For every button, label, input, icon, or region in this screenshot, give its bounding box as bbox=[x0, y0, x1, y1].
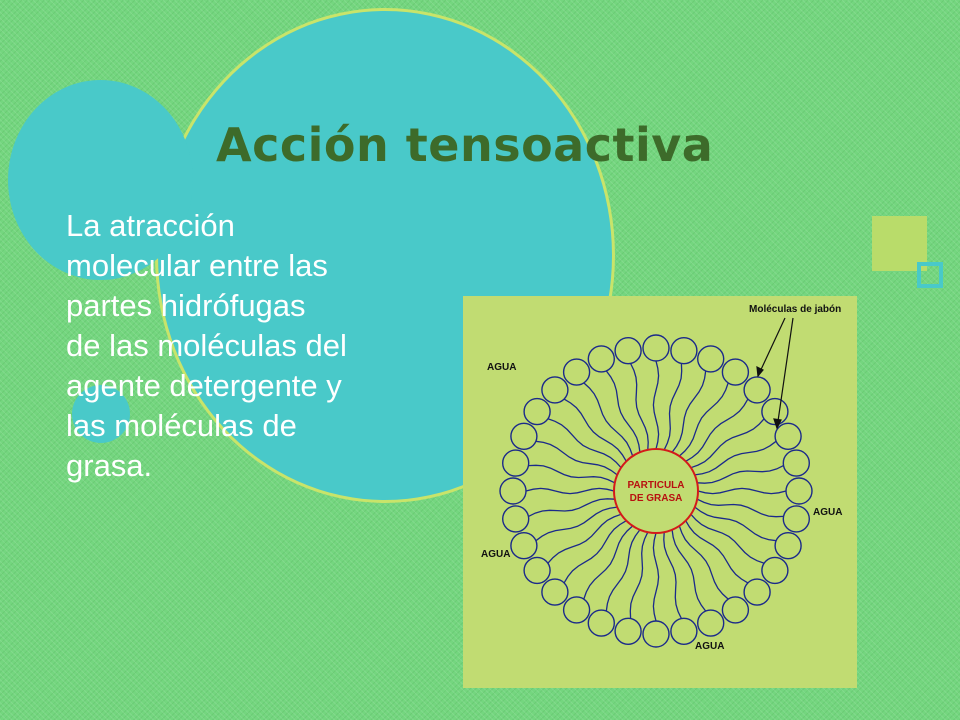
arrowhead-1 bbox=[756, 365, 764, 378]
soap-molecule-head bbox=[743, 578, 771, 606]
soap-molecule-tail bbox=[583, 525, 634, 600]
soap-molecule-head bbox=[562, 596, 591, 624]
water-label-bottom-left: AGUA bbox=[481, 549, 510, 560]
body-line: las moléculas de bbox=[66, 408, 297, 443]
soap-molecule-head bbox=[541, 376, 569, 404]
soap-molecule-tail bbox=[694, 506, 777, 542]
soap-molecule-head bbox=[587, 345, 616, 373]
arrowhead-2 bbox=[773, 418, 782, 430]
soap-molecule-tail bbox=[605, 529, 641, 612]
soap-molecule-tail bbox=[663, 532, 682, 619]
slide-title: Acción tensoactiva bbox=[216, 118, 714, 172]
body-line: agente detergente y bbox=[66, 368, 342, 403]
soap-molecule-head bbox=[785, 477, 813, 505]
body-line: de las moléculas del bbox=[66, 328, 347, 363]
decorative-square-outline bbox=[917, 262, 943, 288]
slide-body-text: La atracción molecular entre las partes … bbox=[66, 206, 456, 486]
soap-molecule-tail bbox=[629, 531, 649, 619]
body-line: La atracción bbox=[66, 208, 235, 243]
soap-molecule-head bbox=[562, 358, 591, 386]
soap-molecule-head bbox=[499, 477, 527, 505]
grease-particle-label-line1: PARTICULA bbox=[627, 480, 684, 491]
soap-molecule-head bbox=[541, 578, 569, 606]
soap-molecule-head bbox=[502, 449, 530, 477]
soap-molecule-head bbox=[502, 505, 530, 533]
decorative-circle-tiny bbox=[72, 385, 130, 443]
soap-molecule-tail bbox=[547, 418, 622, 469]
soap-molecule-tail bbox=[547, 513, 622, 564]
water-label-bottom: AGUA bbox=[695, 641, 724, 652]
soap-molecule-head bbox=[587, 609, 616, 637]
soap-molecule-tail bbox=[528, 464, 616, 484]
soap-molecule-tail bbox=[525, 487, 615, 495]
pointer-arrows bbox=[756, 317, 794, 430]
soap-molecule-head bbox=[642, 620, 670, 648]
soap-molecule-head bbox=[761, 556, 789, 585]
soap-molecule-head bbox=[721, 596, 750, 624]
soap-molecule-head bbox=[774, 531, 802, 560]
soap-molecule-head bbox=[510, 422, 538, 451]
water-label-top-left: AGUA bbox=[487, 362, 516, 373]
decorative-circle-small bbox=[8, 80, 193, 280]
soap-molecule-head bbox=[614, 337, 642, 365]
soap-molecule-tail bbox=[663, 363, 683, 451]
soap-molecule-tail bbox=[678, 382, 729, 457]
soap-molecule-head bbox=[696, 345, 725, 373]
diagram-background bbox=[463, 296, 857, 688]
soap-molecules bbox=[499, 334, 813, 648]
soap-molecules-label: Moléculas de jabón bbox=[749, 304, 841, 315]
soap-molecule-tail bbox=[630, 363, 649, 450]
soap-molecule-tail bbox=[697, 465, 784, 484]
soap-molecule-tail bbox=[563, 520, 627, 584]
body-line: partes hidrófugas bbox=[66, 288, 306, 323]
body-line: molecular entre las bbox=[66, 248, 328, 283]
soap-molecule-tail bbox=[535, 506, 618, 542]
soap-molecule-head bbox=[743, 376, 771, 404]
soap-molecule-tail bbox=[605, 370, 641, 453]
soap-molecule-head bbox=[614, 617, 642, 645]
pointer-arrow-1 bbox=[757, 317, 786, 377]
soap-molecule-tail bbox=[563, 398, 627, 462]
soap-molecule-tail bbox=[535, 440, 618, 476]
pointer-arrow-2 bbox=[776, 317, 794, 429]
soap-molecule-tail bbox=[652, 532, 660, 622]
soap-molecule-tail bbox=[528, 498, 615, 517]
soap-molecule-tail bbox=[671, 529, 707, 612]
soap-molecule-head bbox=[774, 422, 802, 451]
soap-molecule-head bbox=[523, 556, 551, 585]
soap-molecule-head bbox=[782, 449, 810, 477]
soap-molecule-tail bbox=[694, 440, 777, 476]
soap-molecule-tail bbox=[652, 360, 660, 450]
soap-molecule-tail bbox=[678, 525, 729, 600]
micelle-svg: PARTICULA DE GRASA Moléculas de jabón AG… bbox=[463, 296, 857, 688]
soap-molecule-tail bbox=[690, 418, 765, 469]
soap-molecule-tail bbox=[690, 513, 765, 564]
soap-molecule-head bbox=[670, 337, 698, 365]
grease-particle-label-line2: DE GRASA bbox=[630, 493, 683, 504]
micelle-diagram: PARTICULA DE GRASA Moléculas de jabón AG… bbox=[463, 296, 857, 688]
soap-molecule-head bbox=[761, 397, 789, 426]
soap-molecule-head bbox=[696, 609, 725, 637]
soap-molecule-tail bbox=[685, 520, 749, 584]
soap-molecule-head bbox=[721, 358, 750, 386]
grease-particle bbox=[613, 448, 699, 534]
water-label-right: AGUA bbox=[813, 507, 842, 518]
soap-molecule-tail bbox=[697, 487, 787, 495]
body-line: grasa. bbox=[66, 448, 153, 483]
soap-molecule-tail bbox=[685, 398, 749, 462]
soap-molecule-head bbox=[510, 531, 538, 560]
soap-molecule-head bbox=[523, 397, 551, 426]
soap-molecule-head bbox=[782, 505, 810, 533]
soap-molecule-head bbox=[670, 617, 698, 645]
soap-molecule-tail bbox=[671, 370, 707, 453]
soap-molecule-head bbox=[642, 334, 670, 362]
soap-molecule-tail bbox=[583, 382, 634, 457]
decorative-square-filled bbox=[872, 216, 927, 271]
soap-molecule-tail bbox=[696, 498, 784, 518]
